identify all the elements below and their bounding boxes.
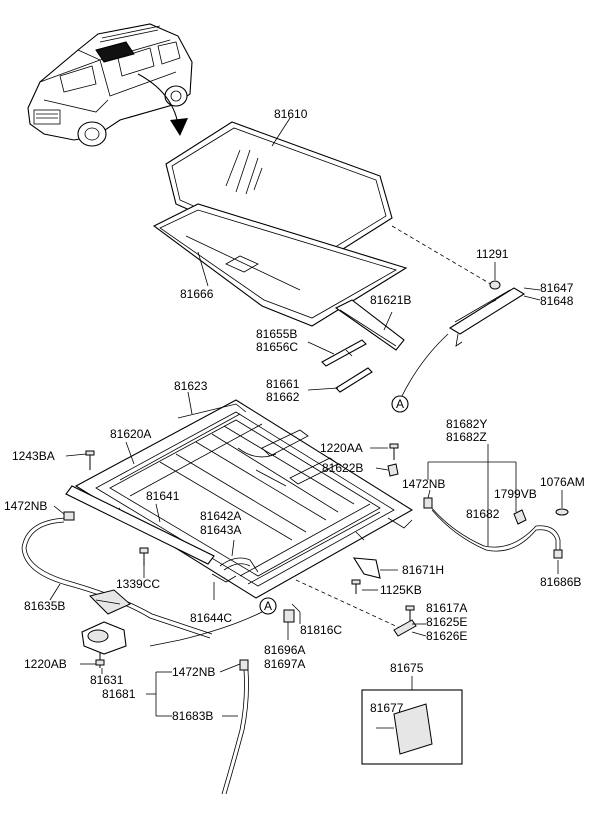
bracket-81655b: [321, 339, 367, 367]
label-81816c: 81816C: [300, 623, 342, 637]
bracket-81625e: [393, 619, 417, 637]
bolt-1243ba: [85, 450, 95, 470]
label-1220ab: 1220AB: [24, 657, 67, 671]
sunroof-glass: [165, 121, 393, 267]
sunroof-frame: [74, 399, 414, 599]
label-81644c: 81644C: [190, 611, 232, 625]
label-81666: 81666: [180, 287, 214, 301]
motor-bracket: [89, 589, 131, 615]
direction-arrow: [137, 73, 179, 125]
label-1220aa: 1220AA: [320, 441, 363, 455]
label-81641: 81641: [146, 489, 180, 503]
screw-1339cc: [139, 547, 149, 566]
label-81671h: 81671H: [402, 563, 444, 577]
label-81677: 81677: [370, 701, 404, 715]
drive-cable-81641: [65, 485, 215, 565]
label-81681: 81681: [102, 687, 136, 701]
screw-81617a: [405, 605, 415, 622]
bracket-81622b: [387, 463, 399, 477]
label-81683b: 81683B: [172, 709, 213, 723]
callout-a-top: [391, 395, 409, 413]
label-81635b: 81635B: [24, 599, 65, 613]
label-81675: 81675: [390, 661, 424, 675]
label-1472nb-bottom: 1472NB: [172, 665, 215, 679]
label-81622b: 81622B: [322, 461, 363, 475]
label-81696a: 81696A: [264, 643, 305, 657]
label-81686b: 81686B: [540, 575, 581, 589]
label-81682y: 81682Y: [446, 417, 487, 431]
label-81642a: 81642A: [200, 509, 241, 523]
wind-deflector: [334, 299, 405, 351]
label-11291: 11291: [476, 247, 509, 261]
label-81682z: 81682Z: [446, 430, 487, 444]
label-1799vb: 1799VB: [494, 487, 537, 501]
drain-hose-81683b: [221, 659, 249, 795]
label-1472nb-left: 1472NB: [4, 499, 47, 513]
grommet-1076am: [555, 508, 569, 516]
clip-1472nb-right: [423, 497, 433, 509]
label-81621b: 81621B: [370, 293, 411, 307]
label-81623: 81623: [174, 379, 208, 393]
clip-81816c: [283, 603, 301, 623]
callout-a-bottom-label: A: [264, 599, 272, 613]
bolt-1220aa: [389, 443, 399, 460]
sunroof-motor: [81, 621, 127, 668]
label-81626e: 81626E: [426, 629, 467, 643]
vehicle-illustration: [27, 23, 193, 147]
label-1076am: 1076AM: [540, 475, 585, 489]
harness-81642a: [219, 557, 259, 573]
manual-kit-box: [361, 689, 463, 765]
guide-rail-right: [448, 287, 526, 347]
callout-a-top-label: A: [396, 397, 404, 411]
label-1472nb-right: 1472NB: [402, 477, 445, 491]
label-81617a: 81617A: [426, 601, 467, 615]
clip-11291: [489, 280, 501, 290]
weatherstrip-81661: [335, 367, 373, 393]
label-81648: 81648: [540, 294, 574, 308]
bracket-81671h: [352, 557, 381, 579]
clip-1472nb-left: [63, 511, 75, 521]
label-1243ba: 1243BA: [12, 449, 55, 463]
label-1339cc: 1339CC: [116, 577, 160, 591]
bolt-1125kb: [351, 579, 361, 594]
label-81631: 81631: [90, 673, 124, 687]
drain-hose-81682: [429, 505, 563, 559]
label-81682: 81682: [466, 507, 500, 521]
label-81655b: 81655B: [256, 327, 297, 341]
label-81656c: 81656C: [256, 340, 298, 354]
label-81625e: 81625E: [426, 615, 467, 629]
label-81647: 81647: [540, 281, 574, 295]
label-81610: 81610: [274, 107, 308, 121]
label-81643a: 81643A: [200, 523, 241, 537]
label-1125kb: 1125KB: [380, 583, 422, 597]
label-81662: 81662: [266, 390, 300, 404]
sunshade-panel: [152, 203, 408, 327]
callout-a-bottom: [259, 597, 277, 615]
label-81661: 81661: [266, 377, 300, 391]
label-81697a: 81697A: [264, 657, 305, 671]
label-81620a: 81620A: [110, 427, 151, 441]
